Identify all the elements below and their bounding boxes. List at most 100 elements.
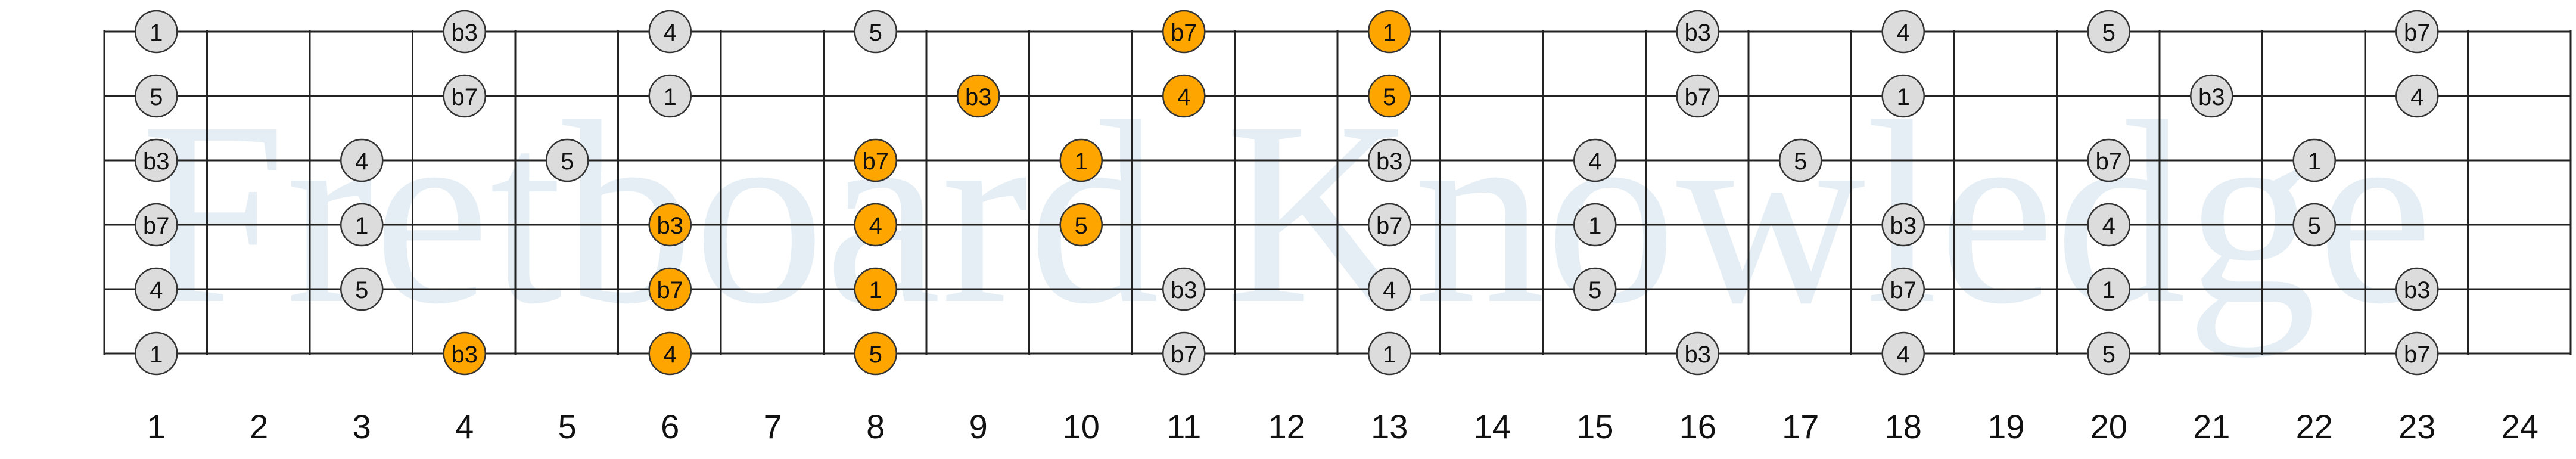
note-label: b3 xyxy=(2198,84,2225,110)
note-marker: b7 xyxy=(648,267,692,311)
note-marker: b7 xyxy=(2087,138,2130,182)
note-circle xyxy=(2087,267,2130,311)
note-marker: 4 xyxy=(1881,10,1925,54)
note-circle xyxy=(1162,267,1206,311)
highlighted-note-circle xyxy=(1162,74,1206,118)
note-circle xyxy=(135,203,178,247)
note-label: b3 xyxy=(1685,342,1712,368)
note-circle xyxy=(1573,203,1617,247)
fret-number-9: 9 xyxy=(969,408,988,445)
note-circle xyxy=(340,138,384,182)
note-label: 1 xyxy=(664,84,677,110)
fret-number-22: 22 xyxy=(2296,408,2333,445)
highlighted-note-circle xyxy=(1059,138,1103,182)
note-circle xyxy=(2395,74,2439,118)
note-marker: 1 xyxy=(1573,203,1617,247)
note-marker: b3 xyxy=(1881,203,1925,247)
fret-number-14: 14 xyxy=(1474,408,1511,445)
note-marker: 1 xyxy=(135,331,178,376)
note-circle xyxy=(1368,203,1411,247)
note-label: 5 xyxy=(2102,20,2115,46)
fret-number-11: 11 xyxy=(1166,408,1201,445)
fret-number-1: 1 xyxy=(147,408,166,445)
note-label: b3 xyxy=(452,342,478,368)
fret-number-10: 10 xyxy=(1063,408,1100,445)
note-circle xyxy=(1573,267,1617,311)
note-label: b7 xyxy=(452,84,478,110)
note-circle xyxy=(2395,10,2439,54)
note-marker: b7 xyxy=(1162,10,1206,54)
fret-number-21: 21 xyxy=(2193,408,2230,445)
note-label: 4 xyxy=(869,213,882,239)
note-label: 5 xyxy=(1075,213,1088,239)
fret-number-12: 12 xyxy=(1268,408,1305,445)
note-marker: b7 xyxy=(1162,331,1206,376)
note-marker: 1 xyxy=(135,10,178,54)
note-marker: 1 xyxy=(2087,267,2130,311)
note-circle xyxy=(1676,10,1719,54)
note-circle xyxy=(2292,138,2336,182)
note-label: 5 xyxy=(2102,342,2115,368)
note-marker: 4 xyxy=(1162,74,1206,118)
note-label: b7 xyxy=(2096,148,2123,175)
note-marker: b7 xyxy=(443,74,486,118)
note-marker: 4 xyxy=(1573,138,1617,182)
fret-number-15: 15 xyxy=(1576,408,1613,445)
note-marker: 4 xyxy=(340,138,384,182)
note-circle xyxy=(2087,10,2130,54)
note-marker: b3 xyxy=(2190,74,2233,118)
note-marker: 4 xyxy=(2395,74,2439,118)
note-marker: b7 xyxy=(135,203,178,247)
note-label: 1 xyxy=(2102,277,2115,303)
note-circle xyxy=(1881,10,1925,54)
fretboard-grid xyxy=(103,30,2572,355)
fret-number-17: 17 xyxy=(1782,408,1819,445)
note-label: b3 xyxy=(452,20,478,46)
highlighted-note-circle xyxy=(1368,10,1411,54)
note-label: 5 xyxy=(2308,213,2321,239)
fret-number-19: 19 xyxy=(1987,408,2024,445)
note-circle xyxy=(854,10,897,54)
note-marker: b3 xyxy=(1368,138,1411,182)
note-label: b7 xyxy=(2404,342,2431,368)
note-label: b7 xyxy=(143,213,170,239)
note-marker: 5 xyxy=(1779,138,1822,182)
note-label: 5 xyxy=(1383,84,1396,110)
highlighted-note-circle xyxy=(648,267,692,311)
note-label: b7 xyxy=(657,277,684,303)
note-circle xyxy=(2395,267,2439,311)
highlighted-note-circle xyxy=(1368,74,1411,118)
note-label: 1 xyxy=(1075,148,1088,175)
note-marker: b7 xyxy=(1676,74,1719,118)
note-circle xyxy=(2190,74,2233,118)
note-marker: b3 xyxy=(1676,10,1719,54)
note-label: b3 xyxy=(1685,20,1712,46)
note-label: 1 xyxy=(2308,148,2321,175)
note-label: 4 xyxy=(1897,342,1910,368)
note-label: 5 xyxy=(869,20,882,46)
note-label: 5 xyxy=(561,148,574,175)
note-circle xyxy=(1368,138,1411,182)
note-circle xyxy=(1881,74,1925,118)
note-marker: 5 xyxy=(854,10,897,54)
note-marker: 1 xyxy=(2292,138,2336,182)
note-marker: b3 xyxy=(1676,331,1719,376)
note-circle xyxy=(1162,331,1206,376)
note-circle xyxy=(648,10,692,54)
highlighted-note-circle xyxy=(854,138,897,182)
note-label: 1 xyxy=(1588,213,1601,239)
note-marker: b3 xyxy=(2395,267,2439,311)
note-circle xyxy=(135,138,178,182)
note-label: b7 xyxy=(1171,342,1197,368)
note-circle xyxy=(135,74,178,118)
note-label: b3 xyxy=(657,213,684,239)
note-marker: b3 xyxy=(957,74,1000,118)
note-label: b7 xyxy=(2404,20,2431,46)
note-label: 1 xyxy=(150,20,163,46)
note-marker: 5 xyxy=(854,331,897,376)
fret-number-16: 16 xyxy=(1679,408,1716,445)
note-label: 4 xyxy=(150,277,163,303)
note-marker: b3 xyxy=(443,10,486,54)
highlighted-note-circle xyxy=(1162,10,1206,54)
highlighted-note-circle xyxy=(854,267,897,311)
